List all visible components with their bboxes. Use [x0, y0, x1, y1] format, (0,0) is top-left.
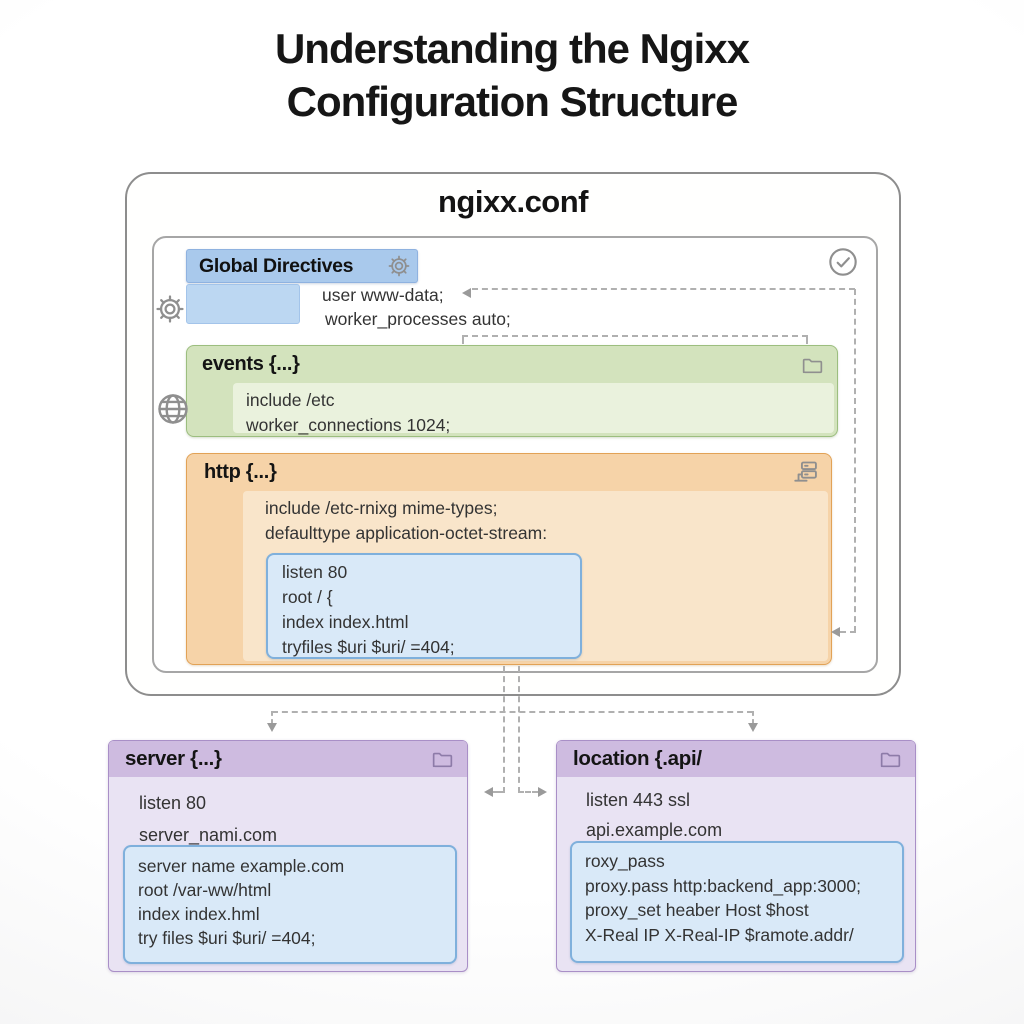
config-line: tryfiles $uri $uri/ =404; — [282, 637, 455, 657]
connector-bottom-vertical-right — [518, 666, 520, 793]
http-block: http {...} include /etc-rnixg mime-types… — [186, 453, 832, 665]
folder-icon — [878, 747, 903, 772]
connector-arrow-right-line — [518, 791, 538, 793]
config-line: include /etc-rnixg mime-types; — [265, 498, 498, 518]
config-line: roxy_pass — [585, 851, 665, 871]
config-line: worker_processes auto; — [325, 309, 511, 329]
config-line: X-Real IP X-Real-IP $ramote.addr/ — [585, 924, 854, 945]
config-line: listen 80 — [139, 793, 207, 813]
config-line: worker_connections 1024; — [246, 415, 451, 435]
config-line: user www-data; — [322, 285, 444, 305]
arrow-down-to-server-block — [267, 723, 277, 732]
config-line: proxy.pass http:backend_app:3000; — [585, 875, 861, 896]
http-block-label: http {...} — [204, 461, 277, 483]
connector-events-bracket — [462, 335, 808, 337]
connector-events-bracket-tick-right — [806, 335, 808, 344]
server-block: server {...} listen 80 server_nami.com s… — [108, 740, 468, 972]
events-block: events {...} include /etc worker_connect… — [186, 345, 838, 437]
page-title-line2: Configuration Structure — [286, 78, 739, 125]
config-line: proxy_set heaber Host $host — [585, 900, 809, 920]
server-block-code: listen 80 server_nami.com — [139, 787, 277, 851]
connector-user-horizontal — [472, 288, 855, 290]
connector-events-bracket-tick-left — [462, 335, 464, 344]
arrow-left-to-http-block — [831, 627, 840, 637]
global-directives-subbox — [186, 284, 300, 324]
connector-server-stub — [271, 711, 273, 724]
http-code-lines: listen 80 root / { index index.html tryf… — [282, 560, 455, 660]
server-block-header: server {...} — [109, 741, 467, 777]
connector-right-vertical — [854, 289, 856, 632]
server-stack-icon — [792, 459, 820, 487]
config-line: try files $uri $uri/ =404; — [138, 928, 316, 948]
events-block-code: include /etc worker_connections 1024; — [246, 388, 450, 438]
server-code-lines: server name example.com root /var-ww/htm… — [138, 854, 344, 950]
connector-location-stub — [752, 711, 754, 724]
arrow-left-to-user-directive — [462, 288, 471, 298]
config-line: include /etc — [246, 390, 335, 410]
connector-arrow-left-line — [493, 791, 505, 793]
config-line: listen 443 ssl — [586, 790, 691, 810]
location-block-header: location {.api/ — [557, 741, 915, 777]
location-code-lines: roxy_pass proxy.pass http:backend_app:30… — [585, 849, 861, 947]
arrow-left-to-server-box — [484, 787, 493, 797]
location-block-label: location {.api/ — [573, 747, 702, 770]
page-title-line1: Understanding the Ngixx — [274, 25, 750, 72]
config-line: index index.hml — [138, 904, 260, 924]
server-block-label: server {...} — [125, 747, 222, 770]
page-title: Understanding the Ngixx Configuration St… — [0, 22, 1024, 128]
gear-icon — [386, 253, 412, 279]
global-directives-code: user www-data; worker_processes auto; — [322, 283, 511, 331]
location-code-box: roxy_pass proxy.pass http:backend_app:30… — [570, 841, 904, 963]
config-line: server_nami.com — [139, 825, 278, 845]
config-line: server name example.com — [138, 856, 345, 876]
globe-icon — [155, 391, 191, 427]
connector-http-elbow — [840, 631, 856, 633]
gear-icon — [153, 292, 187, 326]
config-line: index index.html — [282, 612, 409, 632]
check-circle-icon — [827, 246, 859, 278]
arrow-right-to-location-box — [538, 787, 547, 797]
connector-bottom-vertical-left — [503, 666, 505, 793]
arrow-down-to-location-block — [748, 723, 758, 732]
global-directives-header: Global Directives — [186, 249, 418, 283]
location-block-code: listen 443 ssl api.example.com — [586, 785, 722, 845]
config-line: listen 80 — [282, 562, 348, 582]
config-line: root /var-ww/html — [138, 880, 272, 900]
config-line: api.example.com — [586, 820, 723, 840]
http-server-code-box: listen 80 root / { index index.html tryf… — [266, 553, 582, 659]
conf-card-title: ngixx.conf — [437, 184, 589, 219]
events-block-body — [233, 383, 834, 433]
connector-bottom-horizontal — [272, 711, 753, 713]
config-line: root / { — [282, 587, 333, 607]
events-block-label: events {...} — [202, 353, 300, 375]
http-block-code: include /etc-rnixg mime-types; defaultty… — [265, 496, 547, 546]
config-line: defaulttype application-octet-stream: — [265, 523, 548, 543]
location-block: location {.api/ listen 443 ssl api.examp… — [556, 740, 916, 972]
server-code-box: server name example.com root /var-ww/htm… — [123, 845, 457, 964]
folder-icon — [800, 353, 825, 378]
global-directives-label: Global Directives — [199, 254, 354, 277]
folder-icon — [430, 747, 455, 772]
